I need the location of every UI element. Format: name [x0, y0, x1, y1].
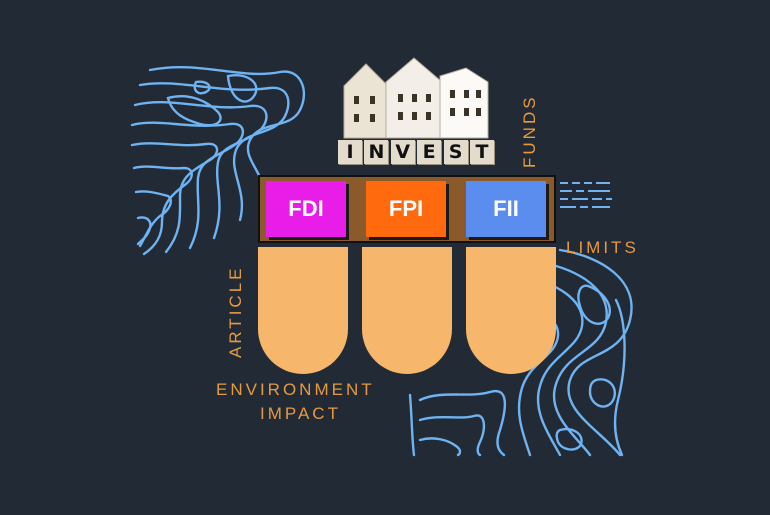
invest-letter-block: V [390, 140, 415, 164]
funds-label: FUNDS [520, 94, 539, 168]
article-label: ARTICLE [226, 265, 245, 359]
invest-letter-block: N [364, 140, 389, 164]
invest-letter-blocks: I N V E S T [334, 137, 498, 167]
impact-label: IMPACT [260, 404, 341, 423]
invest-letter-block: I [338, 140, 362, 164]
environment-label: ENVIRONMENT [216, 380, 375, 399]
fii-tile: FII [466, 181, 546, 237]
pillar-fii [466, 247, 556, 374]
invest-letter-block: S [443, 140, 468, 164]
fpi-tile: FPI [366, 181, 446, 237]
pillar-fpi [362, 247, 452, 374]
environment-impact-label: ENVIRONMENT IMPACT [216, 378, 375, 426]
dash-lines-decoration [560, 182, 612, 208]
fdi-tile: FDI [266, 181, 346, 237]
invest-letter-block: T [469, 140, 494, 164]
invest-letter-block: E [417, 140, 442, 164]
limits-label: LIMITS [566, 238, 639, 257]
pillar-fdi [258, 247, 348, 374]
model-houses-image [343, 57, 489, 139]
